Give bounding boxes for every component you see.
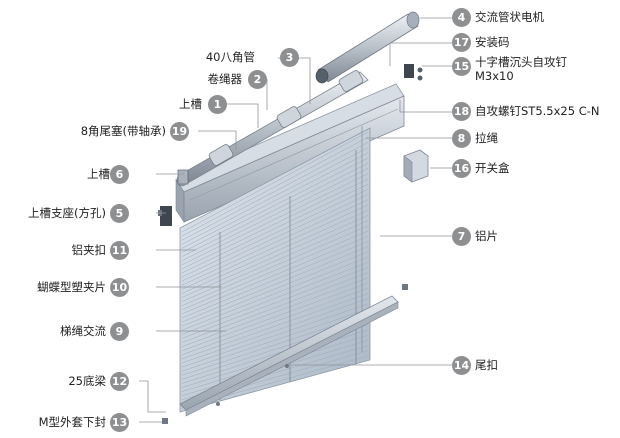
- slat-line: [181, 225, 369, 306]
- slat-line: [181, 199, 369, 286]
- slat-line: [181, 256, 369, 331]
- slat-line: [181, 230, 369, 310]
- slat-line: [181, 147, 369, 245]
- callout-badge: 12: [110, 372, 129, 391]
- slat-line: [181, 220, 369, 302]
- slat-line: [181, 183, 369, 274]
- slat-line: [181, 189, 369, 278]
- slat-line: [181, 209, 369, 294]
- callout-label: 尾扣: [475, 358, 498, 372]
- callout-label: 安装码: [475, 35, 510, 49]
- slat-line: [181, 163, 369, 257]
- callout-label: 上槽: [87, 167, 110, 181]
- leader-lines: [139, 17, 452, 423]
- callout-badge: 9: [110, 322, 129, 341]
- slat-line: [181, 194, 369, 282]
- slat-line: [181, 204, 369, 290]
- callout-label: 8角尾塞(带轴承): [80, 124, 166, 138]
- tubular-motor: [315, 11, 420, 84]
- slat-line: [181, 293, 369, 360]
- slat-line: [181, 215, 369, 298]
- bottom-caps: [162, 284, 408, 424]
- end-bracket: [158, 206, 172, 226]
- slat-line: [181, 152, 369, 249]
- bottom-rail: [179, 295, 399, 417]
- callout-label: 上槽支座(方孔): [28, 206, 106, 220]
- slat-line: [181, 267, 369, 339]
- slat-line: [181, 261, 369, 335]
- slat-line: [181, 131, 369, 233]
- callout-label: 铝夹扣: [71, 243, 107, 257]
- slat-line: [181, 246, 369, 323]
- callout-label: 蝴蝶型塑夹片: [37, 280, 106, 294]
- slat-line: [181, 168, 369, 261]
- callout-label: 梯绳交流: [60, 324, 106, 338]
- slat-line: [181, 308, 369, 372]
- end-cap: [177, 169, 189, 185]
- callout-badge: 6: [110, 165, 129, 184]
- slat-line: [181, 136, 369, 237]
- slat-line: [181, 277, 369, 347]
- callout-badge: 16: [452, 159, 471, 178]
- callout-badge: 13: [110, 413, 129, 432]
- callout-label: 开关盒: [475, 161, 510, 175]
- slat-line: [181, 157, 369, 253]
- callout-label: 铝片: [475, 229, 498, 243]
- callout-label: 交流管状电机: [475, 10, 544, 24]
- callout-label: 自攻螺钉ST5.5x25 C-N: [475, 104, 600, 118]
- slat-line: [181, 282, 369, 351]
- callout-label: 40八角管: [205, 50, 255, 64]
- callout-badge: 19: [170, 122, 189, 141]
- slat-line: [181, 235, 369, 315]
- mounting-clip: [404, 64, 423, 81]
- top-channel: [175, 83, 405, 223]
- callout-badge: 17: [452, 33, 471, 52]
- rope-winders: [208, 70, 364, 166]
- callout-badge: 11: [110, 241, 129, 260]
- callout-badge: 7: [452, 227, 471, 246]
- callout-label: M型外套下封: [38, 415, 106, 429]
- slat-line: [181, 303, 369, 368]
- callout-label: 上槽: [179, 97, 202, 111]
- callout-badge: 18: [452, 102, 471, 121]
- callout-badge: 1: [208, 95, 227, 114]
- callout-label: 卷绳器: [207, 72, 243, 86]
- slat-line: [181, 173, 369, 265]
- callout-badge: 4: [452, 8, 471, 27]
- callout-badge: 8: [452, 129, 471, 148]
- slat-line: [181, 251, 369, 327]
- callout-badge: 2: [248, 70, 267, 89]
- slat-line: [181, 288, 369, 356]
- callout-label: 十字槽沉头自攻钉 M3x10: [475, 55, 567, 83]
- callout-label: 25底梁: [68, 374, 106, 388]
- callout-label: 拉绳: [475, 131, 498, 145]
- callout-badge: 10: [110, 278, 129, 297]
- switch-box: [403, 149, 429, 183]
- slat-line: [181, 298, 369, 364]
- slat-line: [181, 142, 369, 241]
- callout-badge: 15: [452, 57, 471, 76]
- slat-line: [181, 241, 369, 319]
- callout-badge: 3: [280, 48, 299, 67]
- slat-line: [181, 178, 369, 270]
- callout-badge: 5: [110, 204, 129, 223]
- callout-badge: 14: [452, 356, 471, 375]
